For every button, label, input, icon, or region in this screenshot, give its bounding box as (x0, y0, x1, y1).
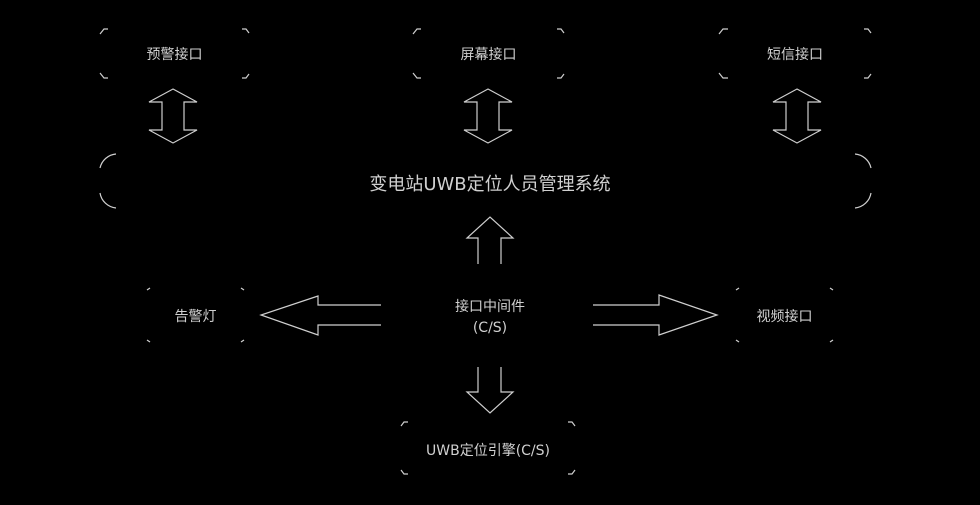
double-arrow-sms (772, 88, 822, 144)
alert-interface-box (99, 28, 250, 79)
arrow-down (465, 367, 515, 414)
alarm-light-label: 告警灯 (174, 309, 217, 325)
alarm-light-box (146, 287, 245, 343)
double-arrow-screen (463, 88, 513, 144)
middleware-label-line2: (C/S) (472, 320, 508, 336)
video-interface-label: 视频接口 (756, 309, 813, 325)
alert-interface-label: 预警接口 (146, 47, 203, 63)
arrow-right (593, 294, 719, 336)
arrow-up (465, 216, 515, 264)
positioning-engine-label: UWB定位引擎(C/S) (426, 443, 550, 459)
screen-interface-box (412, 28, 565, 79)
sms-interface-label: 短信接口 (767, 47, 823, 63)
middleware-label-line1: 接口中间件 (455, 299, 525, 315)
screen-interface-label: 屏幕接口 (460, 47, 517, 63)
sms-interface-box (718, 28, 872, 79)
main-system-label: 变电站UWB定位人员管理系统 (369, 174, 611, 195)
main-system-box (99, 153, 872, 209)
double-arrow-alert (148, 88, 198, 144)
positioning-engine-box (400, 421, 576, 475)
video-interface-box (735, 287, 834, 343)
arrow-left (259, 295, 381, 336)
